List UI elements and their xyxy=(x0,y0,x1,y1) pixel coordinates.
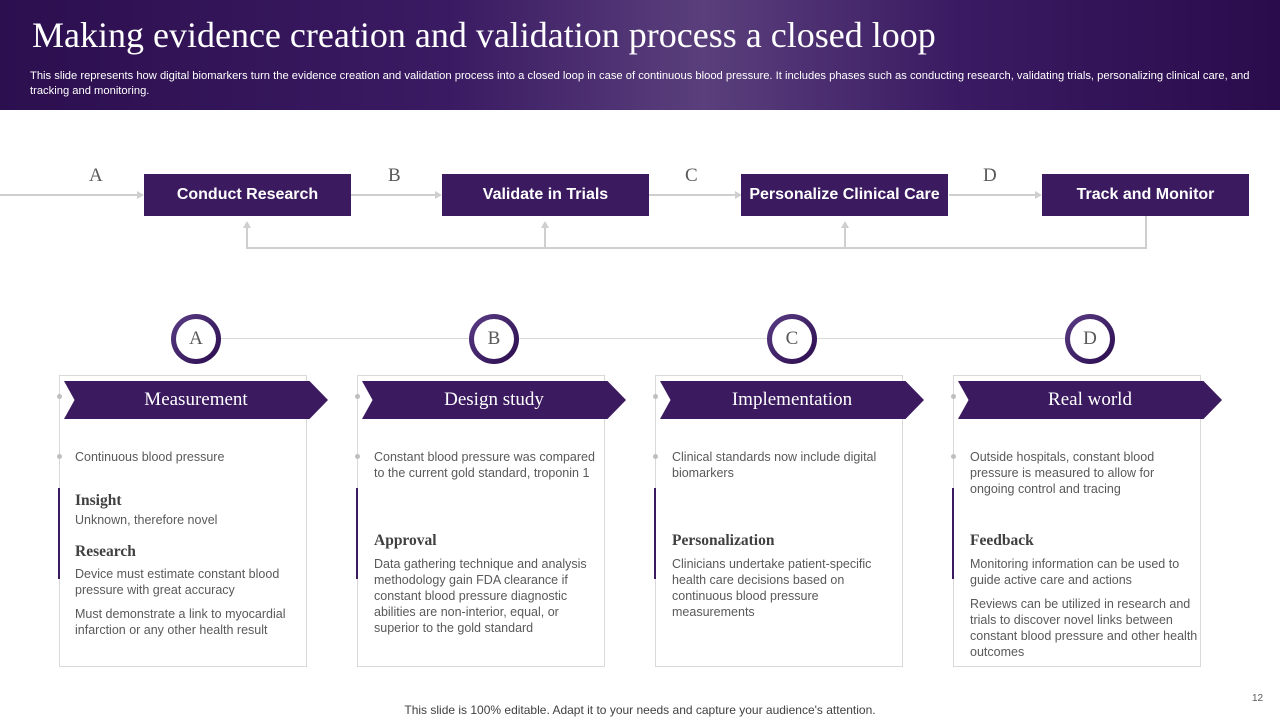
footer-note: This slide is 100% editable. Adapt it to… xyxy=(404,703,876,717)
phase-title-banner: Design study xyxy=(362,381,626,419)
flow-arrow-d xyxy=(949,194,1036,196)
phase-card-real-world xyxy=(953,375,1201,667)
step-track-and-monitor: Track and Monitor xyxy=(1042,174,1249,216)
header-banner: Making evidence creation and validation … xyxy=(0,0,1280,110)
phase-badge-c: C xyxy=(767,314,817,364)
phase-card-design-study xyxy=(357,375,605,667)
phase-card-measurement xyxy=(59,375,307,667)
phase-intro: Outside hospitals, constant blood pressu… xyxy=(970,450,1155,496)
phase-badge-letter: A xyxy=(176,319,216,359)
flow-arrowhead-d xyxy=(1035,191,1042,199)
flow-arrowhead-b xyxy=(435,191,442,199)
loop-line-up-b xyxy=(544,228,546,248)
page-title: Making evidence creation and validation … xyxy=(32,15,936,55)
accent-bar xyxy=(654,488,656,579)
flow-arrow-b xyxy=(351,194,436,196)
bullet-dot xyxy=(57,454,62,459)
flow-letter-b: B xyxy=(388,165,401,186)
phase-badge-b: B xyxy=(469,314,519,364)
flow-arrow-a xyxy=(0,194,138,196)
loop-arrowhead-a xyxy=(243,221,251,228)
loop-line-up-a xyxy=(246,228,248,248)
phase-badge-a: A xyxy=(171,314,221,364)
phase-title-banner: Measurement xyxy=(64,381,328,419)
flow-arrowhead-a xyxy=(137,191,144,199)
phase-intro: Constant blood pressure was compared to … xyxy=(374,450,595,480)
section-text: Monitoring information can be used to gu… xyxy=(970,557,1180,587)
loop-line-right xyxy=(1145,216,1147,249)
section-heading: Insight xyxy=(75,492,122,509)
accent-bar xyxy=(952,488,954,579)
step-personalize-clinical-care: Personalize Clinical Care xyxy=(741,174,948,216)
phase-badge-letter: C xyxy=(772,319,812,359)
flow-arrow-c xyxy=(649,194,736,196)
section-heading: Research xyxy=(75,543,136,560)
flow-arrowhead-c xyxy=(735,191,742,199)
phase-badge-d: D xyxy=(1065,314,1115,364)
phase-title-banner: Implementation xyxy=(660,381,924,419)
loop-arrowhead-c xyxy=(841,221,849,228)
section-text: Data gathering technique and analysis me… xyxy=(374,557,587,635)
phase-intro: Clinical standards now include digital b… xyxy=(672,450,877,480)
accent-bar xyxy=(58,488,60,579)
accent-bar xyxy=(356,488,358,579)
section-heading: Personalization xyxy=(672,532,775,549)
flow-letter-c: C xyxy=(685,165,698,186)
bullet-dot xyxy=(355,454,360,459)
flow-letter-d: D xyxy=(983,165,997,186)
section-text: Device must estimate constant blood pres… xyxy=(75,567,280,597)
phase-intro: Continuous blood pressure xyxy=(75,450,225,464)
flow-letter-a: A xyxy=(89,165,103,186)
section-text: Unknown, therefore novel xyxy=(75,513,218,527)
page-subtitle: This slide represents how digital biomar… xyxy=(30,70,1250,97)
bullet-dot xyxy=(951,394,956,399)
section-extra-text: Reviews can be utilized in research and … xyxy=(970,597,1198,659)
bullet-dot xyxy=(951,454,956,459)
bullet-dot xyxy=(355,394,360,399)
phase-card-implementation xyxy=(655,375,903,667)
step-validate-in-trials: Validate in Trials xyxy=(442,174,649,216)
loop-arrowhead-b xyxy=(541,221,549,228)
section-extra-text: Must demonstrate a link to myocardial in… xyxy=(75,607,286,637)
step-conduct-research: Conduct Research xyxy=(144,174,351,216)
bullet-dot xyxy=(653,454,658,459)
section-text: Clinicians undertake patient-specific he… xyxy=(672,557,872,619)
section-heading: Approval xyxy=(374,532,437,549)
page-number: 12 xyxy=(1252,693,1264,704)
bullet-dot xyxy=(653,394,658,399)
phase-title-banner: Real world xyxy=(958,381,1222,419)
phase-badge-letter: D xyxy=(1070,319,1110,359)
phase-badge-letter: B xyxy=(474,319,514,359)
loop-line-horizontal xyxy=(246,247,1146,249)
section-heading: Feedback xyxy=(970,532,1034,549)
badge-connector-line xyxy=(221,338,1068,339)
bullet-dot xyxy=(57,394,62,399)
loop-line-up-c xyxy=(844,228,846,248)
